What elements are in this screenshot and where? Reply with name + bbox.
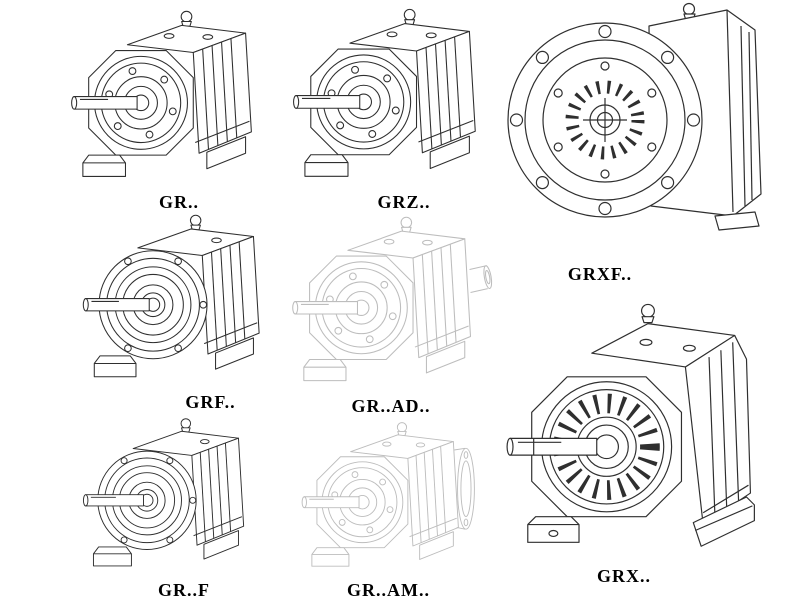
label-gr-ad: GR..AD..	[351, 396, 431, 416]
label-grxf: GRXF..	[567, 264, 633, 284]
figure-grxf: GRXF..	[498, 2, 790, 285]
gr-am-gearbox-drawing	[301, 422, 475, 567]
figure-gr-ad: GR..AD..	[286, 212, 496, 417]
figure-gr-am: GR..AM..	[286, 418, 491, 600]
label-gr-am: GR..AM..	[347, 580, 430, 600]
label-gr-f: GR..F	[158, 580, 210, 600]
label-gr: GR..	[159, 192, 199, 212]
label-grf: GRF..	[185, 392, 236, 412]
gr-f-gearbox-drawing	[82, 418, 245, 567]
figure-grx: GRX..	[498, 298, 794, 587]
grxf-gearbox-drawing	[507, 2, 762, 231]
grz-gearbox-drawing	[293, 8, 476, 177]
figure-grf: GRF..	[78, 210, 283, 413]
figure-gr: GR..	[66, 6, 276, 213]
figure-grz: GRZ..	[288, 4, 500, 213]
gr-ad-gearbox-drawing	[292, 216, 493, 382]
figure-gr-f: GR..F	[72, 414, 272, 600]
label-grz: GRZ..	[377, 192, 431, 212]
gr-gearbox-drawing	[71, 10, 252, 177]
grf-gearbox-drawing	[82, 214, 260, 378]
grx-gearbox-drawing	[506, 303, 755, 547]
label-grx: GRX..	[597, 566, 651, 586]
